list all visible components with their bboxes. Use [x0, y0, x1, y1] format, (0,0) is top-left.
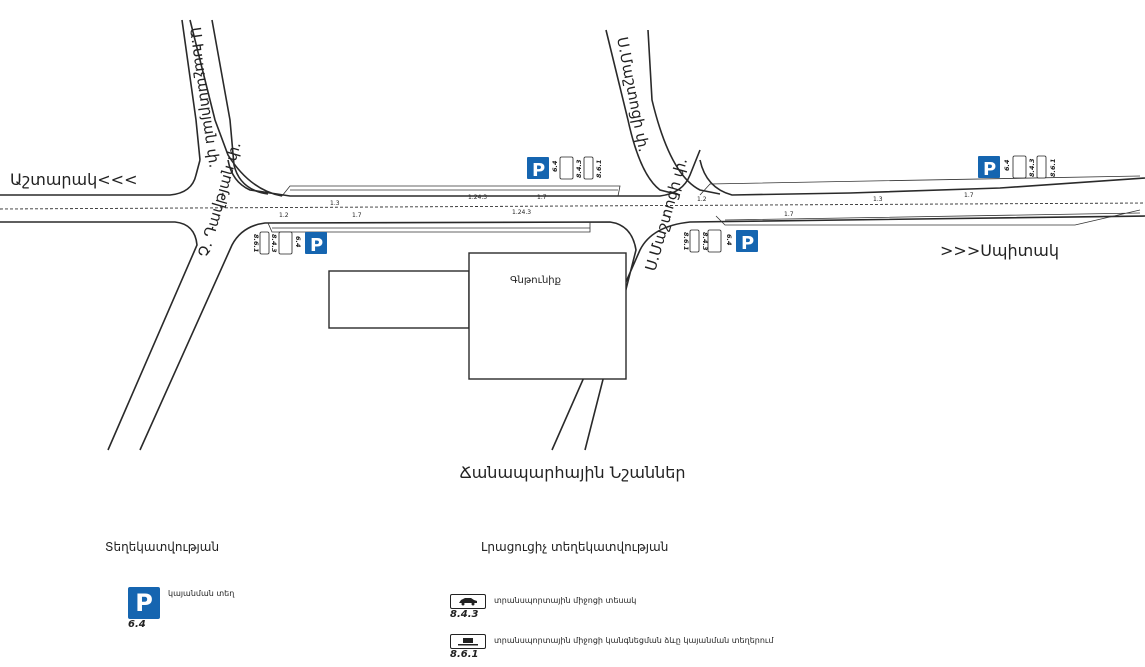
legend-code: 8.6.1: [450, 649, 479, 660]
marking-label: 1.7: [964, 192, 974, 199]
marking-label: 1.2: [697, 196, 707, 203]
sign-code: 8.6.1: [595, 159, 603, 178]
parking-icon: [736, 230, 758, 252]
legend-title: Ճանապարհային Նշաններ: [459, 463, 686, 482]
legend-item-parking: P 6.4 կայանման տեղ: [128, 587, 234, 630]
marking-label: 1.3: [330, 200, 340, 207]
vehicle-position-icon: [259, 231, 270, 255]
legend-item-vehicle-position: 8.6.1 տրանսպորտային միջոցի կանգնեցման ձև…: [450, 634, 773, 660]
north-left-street-edge: [181, 19, 201, 161]
sign-code: 6.4: [1003, 159, 1011, 171]
car-icon: [707, 229, 722, 253]
building-west: [328, 270, 470, 329]
marking-label: 1.24.3: [512, 209, 531, 216]
marking-label: 1.7: [784, 211, 794, 218]
street-label-north-right: Ս.Մաշտոցի փ.: [613, 35, 653, 153]
parking-strip-south-left: [267, 222, 591, 233]
parking-strip-south-right: [715, 209, 1141, 226]
sign-cluster-south-left: P 6.4 8.4.3 8.6.1: [252, 231, 327, 256]
legend-code: 6.4: [128, 619, 146, 630]
parking-icon: [305, 232, 327, 254]
sign-cluster-north-left: P 6.4 8.4.3 8.6.1: [527, 156, 603, 181]
marking-label: 1.7: [352, 212, 362, 219]
parking-strip-north-left: [281, 185, 621, 197]
north-right-street-edge: [647, 29, 721, 195]
sign-code: 8.4.3: [1028, 158, 1036, 177]
parking-icon: [978, 156, 1000, 178]
direction-ashtarak: Աշտարակ<<<: [10, 170, 137, 189]
sign-code: 8.6.1: [682, 232, 690, 251]
sign-code: 8.6.1: [1049, 158, 1057, 177]
vehicle-position-icon: [583, 156, 594, 180]
street-label-north-left: Ա.Խաչատրյան փ.: [186, 26, 224, 169]
legend-text: տրանսպորտային միջոցի տեսակ: [494, 596, 637, 605]
direction-sapitak: >>>Սպիտակ: [940, 241, 1059, 260]
parking-sign-letter: P: [741, 233, 754, 254]
legend-text: տրանսպորտային միջոցի կանգնեցման ձևը կայա…: [494, 636, 774, 645]
building-label: Գնթունիք: [510, 275, 561, 286]
parking-sign-letter: P: [983, 159, 996, 180]
main-road-center-line: [0, 202, 1145, 210]
sign-code: 8.4.3: [701, 232, 709, 251]
parking-sign-letter: P: [532, 160, 545, 181]
parking-icon: [527, 157, 549, 179]
sign-code: 8.4.3: [270, 234, 278, 253]
sign-code: 8.4.3: [575, 159, 583, 178]
vehicle-position-icon: [1036, 155, 1047, 179]
car-icon: [450, 594, 486, 609]
legend-item-vehicle-type: 8.4.3 տրանսպորտային միջոցի տեսակ: [450, 594, 636, 620]
car-icon: [278, 231, 293, 255]
legend-text: կայանման տեղ: [168, 589, 235, 598]
sign-cluster-north-right: P 6.4 8.4.3 8.6.1: [978, 155, 1057, 180]
vehicle-position-icon: [450, 634, 486, 649]
marking-label: 1.24.3: [468, 194, 487, 201]
car-icon: [1012, 155, 1027, 179]
sign-code: 6.4: [551, 160, 559, 172]
parking-strip-north-right: [699, 175, 1141, 196]
street-label-south-right: Ս.Մաշտոցի փ.: [642, 156, 692, 273]
main-road-north-edge: [0, 19, 1145, 197]
legend-code: 8.4.3: [450, 609, 479, 620]
parking-icon: P: [128, 587, 160, 619]
sign-code: 8.6.1: [252, 234, 260, 253]
marking-label: 1.2: [279, 212, 289, 219]
legend-heading-additional: Լրացուցիչ տեղեկատվության: [481, 540, 669, 554]
building-gntunik: [468, 252, 627, 380]
sign-code: 6.4: [725, 234, 733, 246]
north-left-street-edge: [211, 19, 269, 195]
vehicle-position-icon: [689, 229, 700, 253]
legend-heading-info: Տեղեկատվության: [105, 540, 220, 554]
main-road-south-edge: [0, 215, 1145, 451]
marking-label: 1.7: [537, 194, 547, 201]
marking-label: 1.3: [873, 196, 883, 203]
north-right-street-edge: [605, 29, 681, 196]
sign-code: 6.4: [294, 236, 302, 248]
car-icon: [559, 156, 574, 180]
parking-sign-letter: P: [310, 235, 323, 256]
sign-cluster-south-right: P 6.4 8.4.3 8.6.1: [682, 229, 758, 254]
